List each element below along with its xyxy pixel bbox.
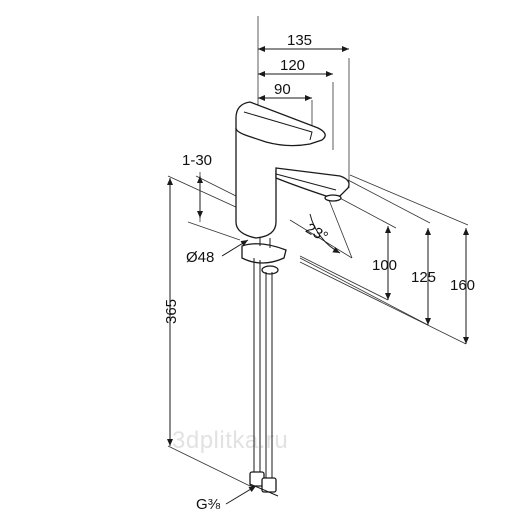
- dim-label-100: 100: [372, 257, 397, 274]
- lever-handle: [235, 101, 326, 147]
- spout-angle: 23°: [289, 199, 353, 259]
- supply-hoses: [249, 258, 279, 497]
- thread-label: G⅜: [196, 496, 221, 513]
- dim-label-125: 125: [411, 269, 436, 286]
- hose-length-label: 365: [163, 299, 180, 324]
- dim-label-90: 90: [274, 81, 291, 98]
- aerator: [324, 194, 342, 202]
- mounting-nut: [261, 265, 279, 275]
- height-dimensions: 100 125 160: [299, 174, 475, 345]
- faucet-body: [235, 101, 350, 275]
- left-dimensions: 1-30 365 Ø48: [163, 152, 251, 487]
- mounting-base: [241, 243, 287, 264]
- dim-label-160: 160: [450, 277, 475, 294]
- watermark: 3dplitka.ru: [172, 427, 288, 454]
- diameter-label: Ø48: [186, 249, 214, 266]
- spout: [275, 167, 350, 197]
- dim-label-120: 120: [280, 57, 305, 74]
- top-dimensions: 135 120 90: [257, 16, 350, 188]
- dim-label-135: 135: [287, 32, 312, 49]
- thread-callout: G⅜: [196, 485, 257, 513]
- lever-range-label: 1-30: [182, 152, 212, 169]
